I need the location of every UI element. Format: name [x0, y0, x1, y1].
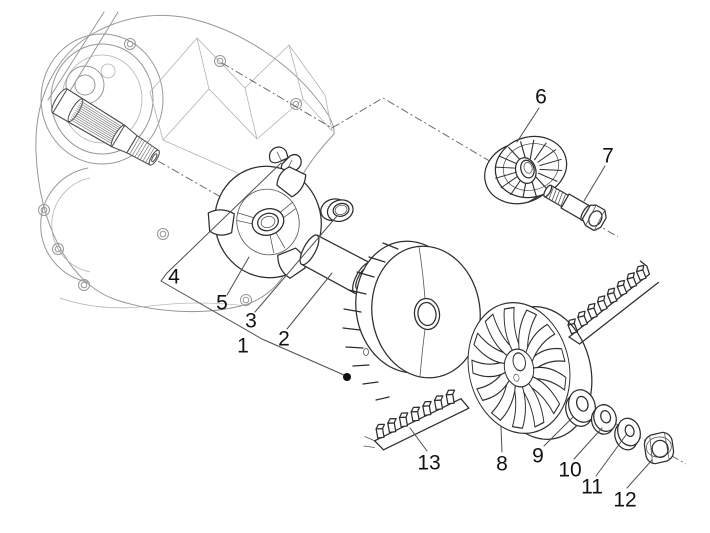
part-13-drive-belt-segment — [363, 387, 470, 451]
callout-5-label: 5 — [216, 292, 228, 315]
callout-6-leader — [516, 107, 540, 143]
callout-5-leader — [226, 256, 250, 296]
part-8-fan-pulley-half — [467, 301, 571, 435]
callout-11-leader — [595, 434, 627, 477]
part-12-hex-nut — [643, 431, 675, 465]
callout-12-leader — [626, 459, 653, 489]
part-5-variator-back-plate — [207, 165, 322, 279]
part-6-roller-wheel — [484, 135, 568, 205]
callout-7-leader — [583, 165, 606, 202]
callout-8-leader — [500, 426, 503, 453]
callout-leader-lines — [160, 107, 653, 489]
callout-13-leader — [409, 427, 428, 452]
callout-9-label: 9 — [532, 445, 544, 468]
callout-9-leader — [543, 416, 574, 447]
callout-8-label: 8 — [496, 453, 508, 476]
callout-1-label: 1 — [237, 335, 249, 358]
crankshaft-splined-shaft — [51, 88, 160, 166]
callout-10-leader — [573, 427, 603, 460]
callout-13-label: 13 — [417, 452, 440, 475]
callout-4-label: 4 — [168, 266, 180, 289]
part-9-washer — [565, 389, 596, 427]
callout-3-leader — [254, 215, 338, 313]
part-3-bushing — [320, 198, 354, 223]
callout-7-label: 7 — [602, 145, 614, 168]
callout-6-label: 6 — [535, 86, 547, 109]
part-7-hex-bolt — [543, 184, 607, 232]
callout-2-label: 2 — [278, 328, 290, 351]
callout-10-label: 10 — [558, 459, 581, 482]
drive-belt-segment-right — [563, 260, 660, 345]
callout-1-4-leader — [160, 162, 345, 376]
assembly-reference-dot — [343, 373, 351, 381]
callout-2-leader — [286, 272, 333, 330]
callout-12-label: 12 — [613, 489, 636, 512]
callout-11-label: 11 — [581, 476, 603, 499]
part-1-movable-pulley-half — [342, 240, 481, 401]
part-10-washer — [590, 404, 617, 435]
callout-3-label: 3 — [245, 310, 257, 333]
callout-labels: 1 2 3 4 5 6 7 8 9 10 11 12 13 — [168, 86, 637, 512]
